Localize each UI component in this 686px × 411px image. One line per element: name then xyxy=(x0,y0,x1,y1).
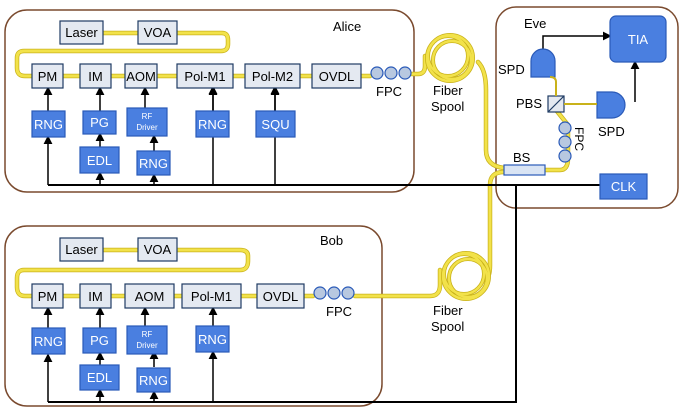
eve-spd-right-icon xyxy=(596,91,626,119)
bob-pm: PM xyxy=(31,283,64,309)
eve-tia-label: TIA xyxy=(628,32,649,47)
alice-rng-pm: RNG xyxy=(31,110,66,138)
alice-laser: Laser xyxy=(59,20,104,45)
bob-fpc-label: FPC xyxy=(326,304,352,319)
top-spool-label-line1: Fiber xyxy=(433,83,463,98)
bob-aom: AOM xyxy=(124,283,175,309)
alice-ovdl-label: OVDL xyxy=(319,69,354,84)
bob-rf-driver-line2: Driver xyxy=(136,341,158,350)
eve-fpc-icon xyxy=(558,121,572,163)
eve-spd-top-icon xyxy=(530,48,556,78)
alice-edl: EDL xyxy=(79,146,120,174)
bob-laser-label: Laser xyxy=(65,242,98,257)
alice-fpc-label: FPC xyxy=(376,84,402,99)
eve-pbs-icon xyxy=(547,95,565,113)
bob-voa-label: VOA xyxy=(144,242,172,257)
alice-voa: VOA xyxy=(137,20,178,45)
eve-fpc-label: FPC xyxy=(572,127,586,151)
bob-rf-driver-line1: RF xyxy=(142,330,153,339)
alice-pg: PG xyxy=(82,110,117,135)
alice-rng-pol-label: RNG xyxy=(198,117,227,132)
alice-laser-label: Laser xyxy=(65,25,98,40)
alice-edl-label: EDL xyxy=(87,153,112,168)
alice-aom: AOM xyxy=(124,63,158,89)
eve-bs xyxy=(503,164,546,176)
alice-aom-label: AOM xyxy=(126,69,156,84)
bob-ovdl: OVDL xyxy=(256,283,305,309)
bob-im-label: IM xyxy=(88,289,102,304)
fiber-spool-top-icon xyxy=(425,33,475,83)
eve-pbs-to-spd-top-beam xyxy=(549,76,557,96)
alice-squ: SQU xyxy=(255,110,296,138)
alice-rf-driver-line2: Driver xyxy=(136,123,158,132)
alice-pm-label: PM xyxy=(38,69,58,84)
bob-pg-label: PG xyxy=(90,333,109,348)
bob-edl: EDL xyxy=(79,364,120,391)
bob-rng-rf: RNG xyxy=(136,367,171,393)
alice-rng-rf: RNG xyxy=(136,150,171,176)
alice-im-label: IM xyxy=(88,69,102,84)
alice-voa-label: VOA xyxy=(144,25,172,40)
bob-rng-rf-label: RNG xyxy=(139,373,168,388)
bob-rng-pm: RNG xyxy=(31,327,66,355)
alice-rng-rf-label: RNG xyxy=(139,156,168,171)
bob-rng-pol: RNG xyxy=(195,325,230,353)
eve-clk: CLK xyxy=(599,173,648,200)
fiber-spool-bottom-icon xyxy=(441,251,491,301)
eve-title: Eve xyxy=(524,16,546,31)
eve-pbs-label: PBS xyxy=(516,96,542,111)
eve-bs-label: BS xyxy=(513,150,531,165)
eve-spd-top-label: SPD xyxy=(498,62,525,77)
eve-clk-label: CLK xyxy=(611,179,637,194)
top-spool-label-line2: Spool xyxy=(431,99,464,114)
alice-im: IM xyxy=(79,63,112,89)
alice-rf-driver-line1: RF xyxy=(142,112,153,121)
alice-title: Alice xyxy=(333,19,361,34)
bob-laser: Laser xyxy=(59,237,104,262)
bob-title: Bob xyxy=(320,233,343,248)
alice-pm: PM xyxy=(31,63,64,89)
alice-squ-label: SQU xyxy=(261,117,289,132)
eve-tia: TIA xyxy=(609,15,667,63)
alice-pol-m2-label: Pol-M2 xyxy=(252,69,293,84)
bob-ovdl-label: OVDL xyxy=(263,289,298,304)
bottom-spool-label-line1: Fiber xyxy=(433,303,463,318)
alice-pol-m1-label: Pol-M1 xyxy=(184,69,225,84)
alice-pol-m2: Pol-M2 xyxy=(244,63,301,89)
bob-pg: PG xyxy=(82,327,117,354)
bob-edl-label: EDL xyxy=(87,370,112,385)
alice-rng-pol: RNG xyxy=(195,110,230,138)
alice-pol-m1: Pol-M1 xyxy=(176,63,234,89)
alice-pg-label: PG xyxy=(90,115,109,130)
bob-rf-driver: RF Driver xyxy=(126,325,168,355)
bob-pol-m1-label: Pol-M1 xyxy=(191,289,232,304)
bob-voa: VOA xyxy=(137,237,178,262)
bob-fpc-icon xyxy=(313,286,355,300)
bob-im: IM xyxy=(79,283,112,309)
clock-wires xyxy=(48,184,600,403)
alice-rf-driver: RF Driver xyxy=(126,107,168,137)
alice-rng-pm-label: RNG xyxy=(34,117,63,132)
bottom-spool-label-line2: Spool xyxy=(431,319,464,334)
bob-rng-pm-label: RNG xyxy=(34,334,63,349)
bob-pm-label: PM xyxy=(38,289,58,304)
eve-spd-right-label: SPD xyxy=(598,124,625,139)
bob-rng-pol-label: RNG xyxy=(198,332,227,347)
bob-pol-m1: Pol-M1 xyxy=(181,283,242,309)
bob-aom-label: AOM xyxy=(135,289,165,304)
alice-fpc-icon xyxy=(370,66,412,80)
alice-ovdl: OVDL xyxy=(311,63,362,89)
